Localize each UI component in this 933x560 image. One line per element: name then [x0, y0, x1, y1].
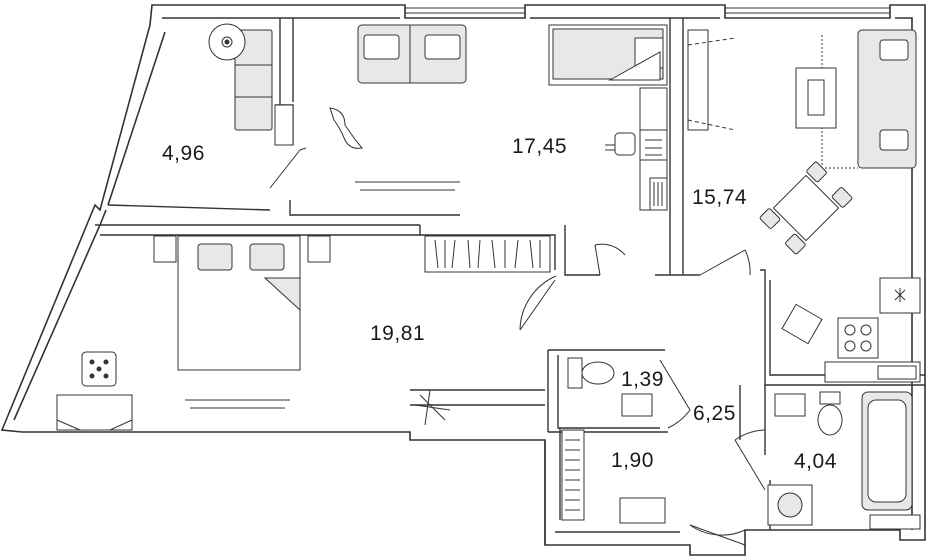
doors	[269, 147, 766, 546]
room-area-kitchen-living: 15,74	[692, 186, 748, 209]
outer-walls	[0, 4, 926, 556]
bedroom-furniture	[56, 235, 551, 431]
living-furniture	[329, 24, 668, 211]
balcony-furniture	[208, 23, 273, 131]
room-area-bedroom: 19,81	[370, 322, 426, 345]
room-area-living-room: 17,45	[512, 135, 568, 158]
room-area-balcony: 4,96	[162, 142, 205, 165]
kitchen-living-furniture	[687, 29, 921, 383]
balcony-door-panel	[274, 104, 294, 146]
sanitary-furniture	[561, 357, 921, 530]
room-area-wardrobe: 1,90	[611, 449, 654, 472]
windows	[185, 7, 890, 409]
room-area-bathroom: 4,04	[794, 450, 837, 473]
room-area-toilet: 1,39	[621, 368, 664, 391]
room-area-hallway: 6,25	[693, 402, 736, 425]
